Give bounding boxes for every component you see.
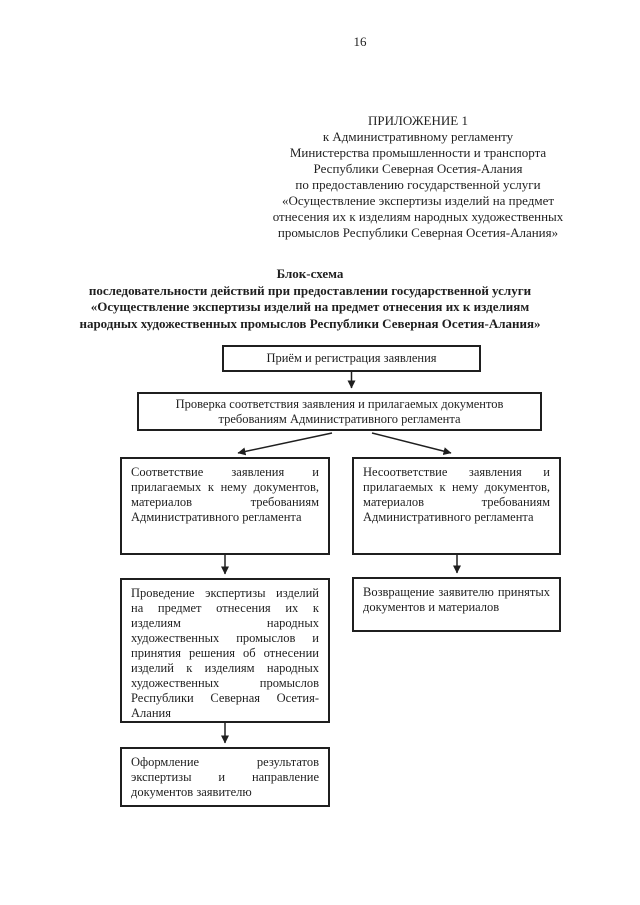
appendix-header-line: промыслов Республики Северная Осетия-Ала… <box>277 225 559 240</box>
flowchart-title-line: народных художественных промыслов Респуб… <box>79 315 541 331</box>
flowchart-title-line: последовательности действий при предоста… <box>88 282 532 298</box>
flowchart-node-check-compliance: Проверка соответствия заявления и прилаг… <box>137 392 542 431</box>
flowchart-title: Блок-схема последовательности действий п… <box>75 266 545 332</box>
page-number: 16 <box>353 34 367 49</box>
flowchart-title-line: Блок-схема <box>276 266 344 281</box>
appendix-header-line: по предоставлению государственной услуги <box>295 177 541 192</box>
flowchart-node-finalize-results: Оформление результатов экспертизы и напр… <box>120 747 330 807</box>
arrow-check-to-mismatch <box>371 432 452 456</box>
appendix-header-line: «Осуществление экспертизы изделий на пре… <box>281 193 555 208</box>
flowchart-node-return-documents: Возвращение заявителю принятых документо… <box>352 577 561 632</box>
arrow-check-to-match <box>237 432 333 456</box>
flowchart-title-line: «Осуществление экспертизы изделий на пре… <box>90 299 530 314</box>
appendix-header: ПРИЛОЖЕНИЕ 1 к Административному регламе… <box>253 113 583 241</box>
appendix-header-line: к Административному регламенту <box>322 129 514 144</box>
flowchart-node-compliance: Соответствие заявления и прилагаемых к н… <box>120 457 330 555</box>
flowchart-node-noncompliance: Несоответствие заявления и прилагаемых к… <box>352 457 561 555</box>
appendix-header-line: отнесения их к изделиям народных художес… <box>272 209 564 224</box>
appendix-header-line: Министерства промышленности и транспорта <box>289 145 547 160</box>
appendix-header-line: Республики Северная Осетия-Алания <box>313 161 523 176</box>
flowchart-node-receive-registration: Приём и регистрация заявления <box>222 345 481 372</box>
flowchart-node-conduct-expertise: Проведение экспертизы изделий на предмет… <box>120 578 330 723</box>
appendix-header-line: ПРИЛОЖЕНИЕ 1 <box>368 113 468 128</box>
